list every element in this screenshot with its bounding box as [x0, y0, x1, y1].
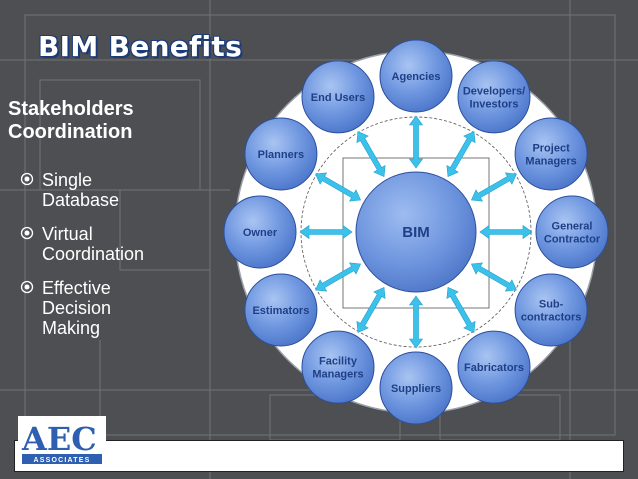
node-label: Project — [532, 143, 570, 155]
node-label: Sub- — [539, 299, 564, 311]
slide-subtitle: Stakeholders Coordination — [8, 98, 134, 143]
bullet-text: Virtual Coordination — [42, 224, 145, 264]
arrow-shape — [315, 262, 362, 292]
bim-center-node[interactable] — [355, 171, 477, 293]
arrow-shape — [470, 172, 517, 202]
double-arrow — [446, 286, 476, 333]
node-label: Investors — [470, 98, 519, 110]
stakeholder-node[interactable]: Owner — [223, 195, 297, 269]
arrow-shape — [470, 262, 517, 292]
svg-text:ASSOCIATES: ASSOCIATES — [34, 457, 91, 464]
node-circle — [457, 60, 531, 134]
node-label: Agencies — [392, 71, 441, 83]
node-circle — [244, 117, 318, 191]
stakeholder-node[interactable]: Estimators — [244, 273, 318, 347]
node-label: Managers — [525, 156, 576, 168]
node-label: Planners — [258, 149, 304, 161]
arrow-shape — [446, 131, 476, 178]
stakeholder-node[interactable]: Suppliers — [379, 351, 453, 425]
node-circle — [457, 330, 531, 404]
bullet-list: Single Database Virtual Coordination Eff… — [20, 170, 220, 348]
arrow-shape — [446, 286, 476, 333]
aec-associates-logo: AEC ASSOCIATES — [18, 416, 106, 468]
bim-center-label: BIM — [402, 224, 430, 241]
node-circle — [244, 273, 318, 347]
node-circle — [379, 39, 453, 113]
bullet-item: Virtual Coordination — [20, 224, 220, 264]
node-circle — [514, 117, 588, 191]
node-label: Fabricators — [464, 362, 524, 374]
arrows-layer — [299, 115, 533, 349]
node-circle — [301, 60, 375, 134]
footer-bar — [14, 440, 624, 472]
double-arrow — [408, 295, 424, 349]
stakeholder-node[interactable]: Sub-contractors — [514, 273, 588, 347]
circle-bullet-icon — [20, 280, 34, 294]
node-label: Estimators — [252, 305, 309, 317]
double-arrow — [470, 262, 517, 292]
double-arrow — [315, 172, 362, 202]
bullet-text: Effective Decision Making — [42, 278, 112, 338]
circle-bullet-icon — [20, 172, 34, 186]
arrow-shape — [479, 224, 533, 240]
circle-bullet-icon — [20, 226, 34, 240]
node-label: Owner — [243, 227, 278, 239]
double-arrow — [356, 286, 386, 333]
arrow-shape — [356, 286, 386, 333]
svg-text:AEC: AEC — [21, 420, 97, 458]
node-label: Suppliers — [391, 383, 441, 395]
stakeholder-node[interactable]: Planners — [244, 117, 318, 191]
node-label: End Users — [311, 92, 365, 104]
stakeholder-node[interactable]: Fabricators — [457, 330, 531, 404]
double-arrow — [356, 131, 386, 178]
node-circle — [535, 195, 609, 269]
stakeholder-node[interactable]: Developers/Investors — [457, 60, 531, 134]
stakeholder-node[interactable]: End Users — [301, 60, 375, 134]
node-circle — [301, 330, 375, 404]
double-arrow — [470, 172, 517, 202]
node-circle — [223, 195, 297, 269]
slide-title: BIM Benefits — [38, 30, 243, 63]
node-label: Managers — [312, 369, 363, 381]
arrow-shape — [408, 115, 424, 169]
bullet-item: Single Database — [20, 170, 220, 210]
arrow-shape — [356, 131, 386, 178]
bullet-item: Effective Decision Making — [20, 278, 220, 338]
double-arrow — [479, 224, 533, 240]
node-label: General — [552, 221, 593, 233]
node-label: contractors — [521, 312, 582, 324]
node-label: Facility — [319, 356, 358, 368]
double-arrow — [299, 224, 353, 240]
arrow-shape — [315, 172, 362, 202]
bullet-text: Single Database — [42, 170, 120, 210]
nodes-layer: AgenciesDevelopers/InvestorsProjectManag… — [223, 39, 609, 425]
node-circle — [379, 351, 453, 425]
node-label: Developers/ — [463, 85, 525, 97]
stakeholder-node[interactable]: Agencies — [379, 39, 453, 113]
node-label: Contractor — [544, 234, 601, 246]
double-arrow — [446, 131, 476, 178]
double-arrow — [315, 262, 362, 292]
double-arrow — [408, 115, 424, 169]
arrow-shape — [408, 295, 424, 349]
arrow-shape — [299, 224, 353, 240]
node-circle — [514, 273, 588, 347]
